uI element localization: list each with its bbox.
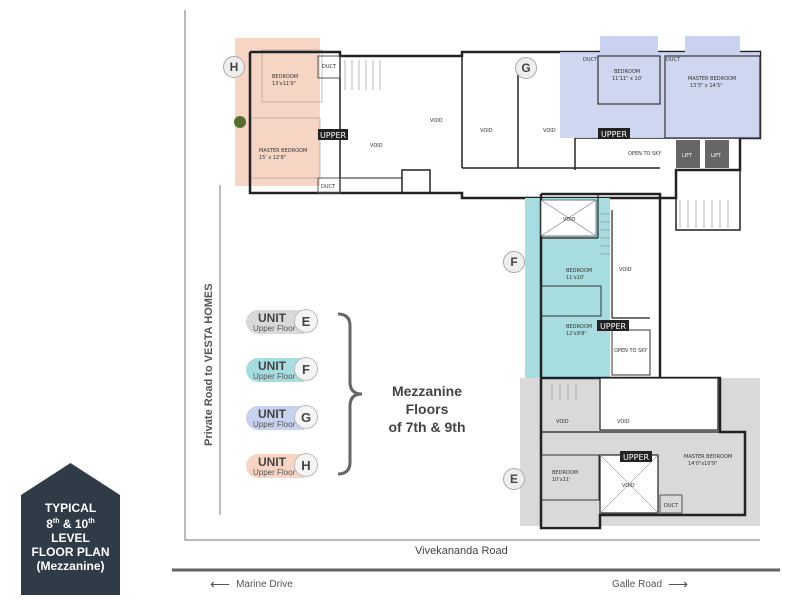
legend-sub-label: Upper Floor: [253, 372, 296, 381]
void-label: VOID: [556, 419, 569, 425]
galle-road-direction: Galle Road ⟶: [612, 576, 688, 593]
void-label: VOID: [622, 483, 635, 489]
open-to-sky-label: OPEN TO SKY: [628, 151, 662, 157]
room-dim: 14'0"x10'9": [688, 461, 717, 467]
mezzanine-line-1: Mezzanine Floors: [391, 383, 462, 417]
room-dim: 11'11" x 10': [612, 76, 642, 82]
unit-marker-e: E: [503, 468, 525, 490]
brace-icon: [337, 312, 363, 476]
void-label: VOID: [563, 217, 576, 223]
legend-unit-label: UNIT: [258, 455, 286, 469]
room-dim: 12'x9'8": [566, 331, 587, 337]
legend-pill: UNIT Upper Floor: [246, 310, 304, 334]
legend-sub-label: Upper Floor: [253, 324, 296, 333]
duct-label: DUCT: [322, 64, 337, 70]
void-label: VOID: [370, 143, 383, 149]
svg-text:UPPER: UPPER: [601, 130, 628, 139]
site-boundary-left: [184, 10, 760, 541]
title-tag-text: TYPICAL 8th & 10th LEVEL FLOOR PLAN (Mez…: [21, 501, 120, 573]
title-line-4: FLOOR PLAN: [31, 545, 110, 559]
mezzanine-label: Mezzanine Floors of 7th & 9th: [372, 382, 482, 436]
unit-h-area: [235, 38, 320, 186]
open-to-sky-label: OPEN TO SKY: [614, 348, 648, 354]
upper-tag-f: UPPER: [597, 320, 629, 331]
legend-unit-label: UNIT: [258, 407, 286, 421]
upper-tag-g: UPPER: [598, 128, 630, 139]
marine-drive-label: Marine Drive: [236, 579, 293, 590]
upper-tag-e: UPPER: [620, 451, 652, 462]
marine-drive-direction: ⟵ Marine Drive: [210, 576, 293, 593]
room-label: MASTER BEDROOM: [259, 148, 307, 154]
title-line-1: TYPICAL: [44, 501, 97, 515]
room-label: BEDROOM: [272, 74, 298, 80]
legend-sub-label: Upper Floor: [253, 468, 296, 477]
vivekananda-road-label: Vivekananda Road: [415, 545, 508, 557]
room-label: MASTER BEDROOM: [688, 76, 736, 82]
upper-tag-h: UPPER: [318, 129, 348, 140]
room-label: BEDROOM: [566, 324, 592, 330]
svg-text:UPPER: UPPER: [600, 322, 627, 331]
arrow-left-icon: ⟵: [210, 576, 231, 592]
void-label: VOID: [543, 128, 556, 134]
building-wall-south: [539, 376, 747, 530]
svg-text:UPPER: UPPER: [623, 453, 650, 462]
legend-badge-e: E: [294, 309, 318, 333]
duct-label: DUCT: [583, 57, 598, 63]
room-dim: 13'x11'9": [272, 81, 296, 87]
legend-unit-label: UNIT: [258, 359, 286, 373]
void-label: VOID: [480, 128, 493, 134]
duct-label: DUCT: [666, 57, 681, 63]
room-label: BEDROOM: [614, 69, 640, 75]
private-road-label: Private Road to VESTA HOMES: [203, 283, 215, 446]
duct-label: DUCT: [321, 184, 336, 190]
arrow-right-icon: ⟶: [668, 576, 689, 592]
void-label: VOID: [619, 267, 632, 273]
void-label: VOID: [617, 419, 630, 425]
room-dim: 10'x11': [552, 477, 570, 483]
duct-label: DUCT: [664, 503, 679, 509]
title-line-2: 8th & 10th: [46, 517, 95, 531]
lift-label: LIFT: [711, 153, 722, 159]
mezzanine-line-2: of 7th & 9th: [388, 419, 466, 435]
void-label: VOID: [430, 118, 443, 124]
unit-marker-g: G: [515, 57, 537, 79]
legend-badge-h: H: [294, 453, 318, 477]
plant-icon: [234, 116, 246, 128]
title-line-5: (Mezzanine): [36, 559, 105, 573]
title-line-3: LEVEL: [51, 531, 90, 545]
legend-pill: UNIT Upper Floor: [246, 454, 304, 478]
lift-label: LIFT: [682, 153, 693, 159]
room-label: BEDROOM: [566, 268, 592, 274]
room-label: MASTER BEDROOM: [684, 454, 732, 460]
svg-text:UPPER: UPPER: [320, 131, 347, 140]
floor-plan-title-tag: TYPICAL 8th & 10th LEVEL FLOOR PLAN (Mez…: [21, 463, 120, 595]
unit-marker-f: F: [503, 251, 525, 273]
room-dim: 15' x 12'8": [259, 155, 286, 161]
room-dim: 11'x10': [566, 275, 584, 281]
unit-marker-h: H: [223, 56, 245, 78]
legend-sub-label: Upper Floor: [253, 420, 296, 429]
lift-1: [676, 140, 700, 168]
lift-2: [705, 140, 729, 168]
tag-shape: [21, 463, 120, 595]
legend-unit-label: UNIT: [258, 311, 286, 325]
legend-badge-g: G: [294, 405, 318, 429]
galle-road-label: Galle Road: [612, 579, 663, 590]
room-label: BEDROOM: [552, 470, 578, 476]
room-dim: 13'3" x 14'5": [690, 83, 723, 89]
legend-badge-f: F: [294, 357, 318, 381]
